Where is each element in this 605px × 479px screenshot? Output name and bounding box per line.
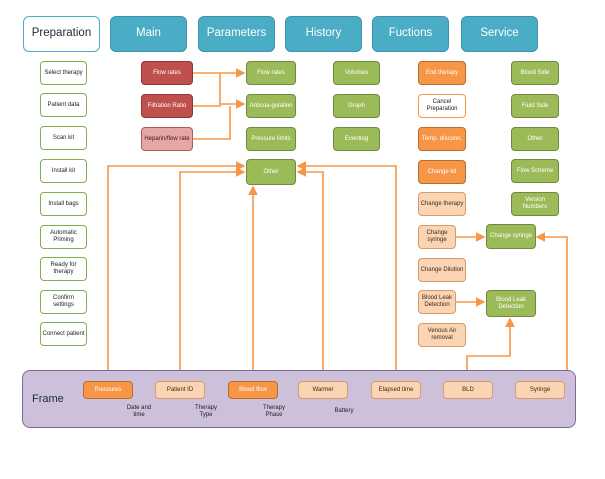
prep-scan-kit[interactable]: Scan kit [40,126,87,150]
prep-automatic-priming[interactable]: Automatic Priming [40,225,87,249]
header-main[interactable]: Main [110,16,187,52]
frame-sub-date-time: Date and time [126,405,152,419]
frame-warmer[interactable]: Warmer [298,381,348,399]
history-graph[interactable]: Graph [333,94,380,118]
prep-connect-patient[interactable]: Connect patient [40,322,87,346]
prep-install-kit[interactable]: Install kit [40,159,87,183]
param-pressure-limits[interactable]: Pressure limits [246,127,296,151]
func-change-kit[interactable]: Change kit [418,160,466,184]
service-blood-side[interactable]: Blood Side [511,61,559,85]
header-preparation[interactable]: Preparation [23,16,100,52]
arrow-main-filtration-to-param-flow [193,73,221,107]
frame-pressures[interactable]: Pressures [83,381,133,399]
frame-syringe[interactable]: Syringe [515,381,565,399]
prep-confirm-settings[interactable]: Confirm settings [40,290,87,314]
arrow-elapsed-to-other [296,161,397,383]
arrow-syringe-to-changesyringe [535,232,568,383]
prep-select-therapy[interactable]: Select therapy [40,61,87,85]
history-eventlog[interactable]: Eventlog [333,127,380,151]
func-change-syringe[interactable]: Change syringe [418,225,456,249]
service-flow-scheme[interactable]: Flow Scheme [511,159,559,183]
frame-label: Frame [32,393,64,405]
func-venous-air-removal[interactable]: Venous Air removal [418,323,466,347]
header-history[interactable]: History [285,16,362,52]
prep-install-bags[interactable]: Install bags [40,192,87,216]
frame-sub-therapy-phase: Therapy Phase [262,405,285,419]
service-version-numbers[interactable]: Version Numbers [511,192,559,216]
prep-ready-for-therapy[interactable]: Ready for therapy [40,257,87,281]
func-side-blood-leak-detection[interactable]: Blood Leak Detection [486,290,536,317]
func-blood-leak-detection[interactable]: Blood Leak Detection [418,290,456,314]
frame-bld[interactable]: BLD [443,381,493,399]
service-other[interactable]: Other [511,127,559,151]
frame-sub-therapy-type: Therapy Type [194,405,217,419]
frame-bar [22,370,576,428]
frame-sub-battery: Battery [334,408,354,414]
param-other[interactable]: Other [246,159,296,185]
arrow-bld-to-bloodleak [466,317,515,383]
header-service[interactable]: Service [461,16,538,52]
prep-patient-data[interactable]: Patient data [40,93,87,117]
func-change-dilution[interactable]: Change Dilution [418,258,466,282]
main-flow-rates[interactable]: Flow rates [141,61,193,85]
arrow-main-heparin-to-anticoag [193,106,231,140]
arrow-warmer-to-other [296,167,324,383]
header-fuctions[interactable]: Fuctions [372,16,449,52]
header-parameters[interactable]: Parameters [198,16,275,52]
param-flow-rates[interactable]: Flow rates [246,61,296,85]
main-filtration-ratio[interactable]: Filtration Ratio [141,94,193,118]
main-heparin-flow-rate[interactable]: Heparin/flow rate [141,127,193,151]
arrow-pressures-to-other [107,161,246,383]
frame-elapsed-time[interactable]: Elapsed time [371,381,421,399]
arrow-patientid-to-other [179,167,246,383]
history-volumes[interactable]: Volumes [333,61,380,85]
func-cancel-preparation[interactable]: Cancel Preparation [418,94,466,118]
func-temp-disconn[interactable]: Temp. disconn. [418,127,466,151]
func-change-therapy[interactable]: Change therapy [418,192,466,216]
func-side-change-syringe[interactable]: Change syringe [486,224,536,249]
param-anticoagulation[interactable]: Anticoa-gulation [246,94,296,118]
frame-blood-flow[interactable]: Blood flow [228,381,278,399]
service-fluid-side[interactable]: Fluid Side [511,94,559,118]
frame-patient-id[interactable]: Patient ID [155,381,205,399]
func-end-therapy[interactable]: End therapy [418,61,466,85]
